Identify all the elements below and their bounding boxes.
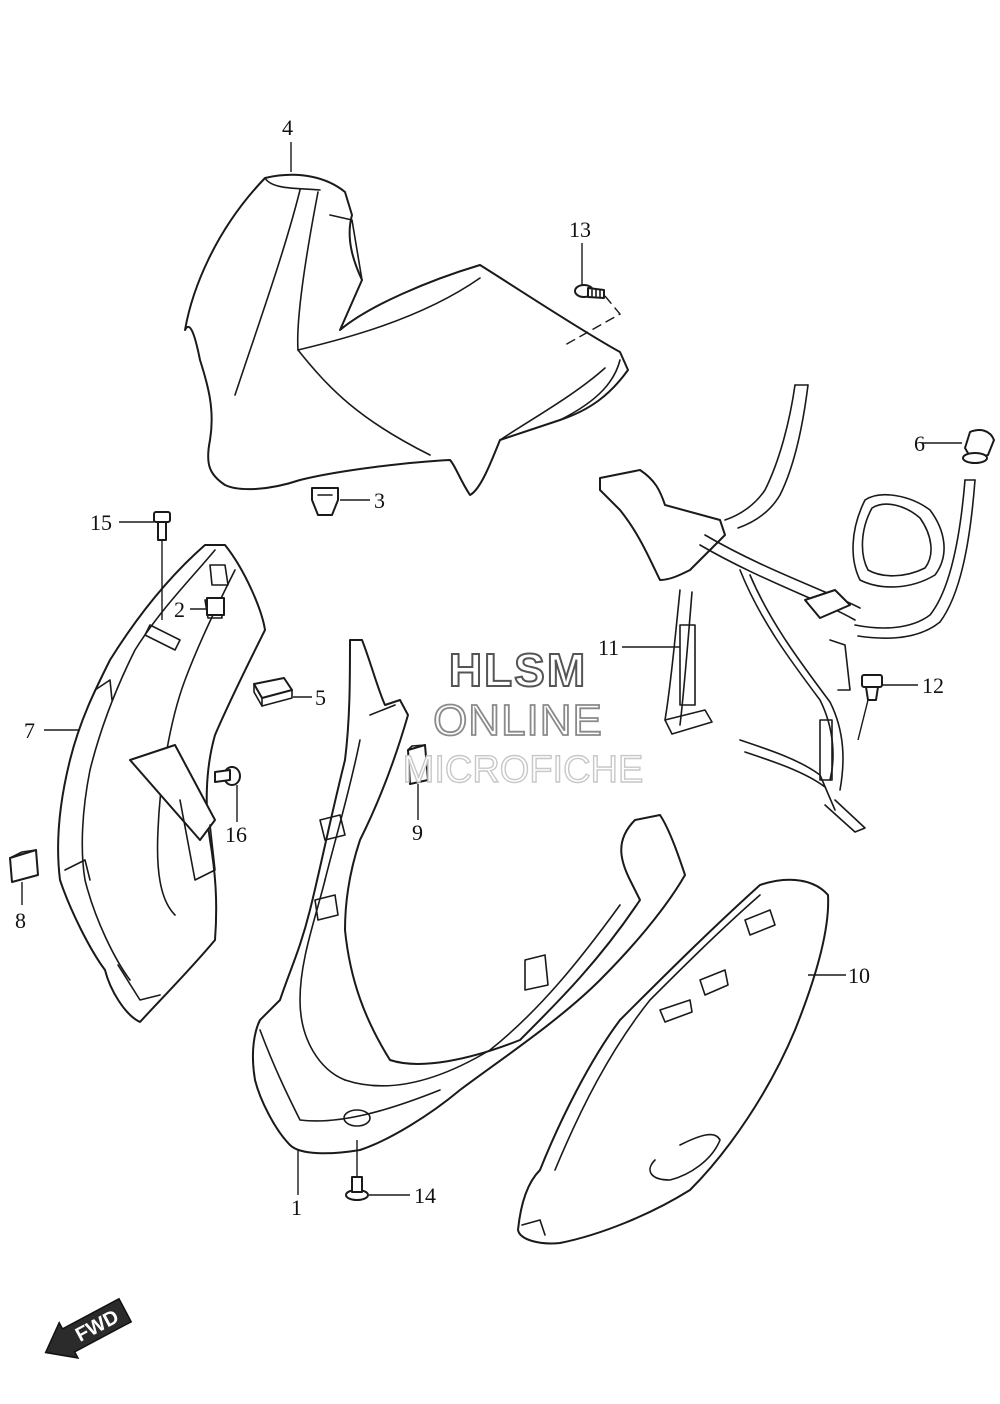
- part-4-upper-cowl: [184, 173, 629, 496]
- part-16-screw: [214, 766, 241, 786]
- callout-labels: 4 13 3 15 2 5 7 16 9 8 6 11 12 10 1 14: [15, 115, 944, 1220]
- watermark-line-3: MICROFICHE: [403, 749, 644, 791]
- callout-16: 16: [225, 822, 247, 847]
- callout-7: 7: [24, 718, 35, 743]
- callout-15: 15: [90, 510, 112, 535]
- part-3-clip: [311, 487, 339, 516]
- leader-lines: [21, 142, 962, 1196]
- part-7-inner-panel: [57, 544, 266, 1023]
- callout-4: 4: [282, 115, 293, 140]
- part-12-bolt: [861, 674, 883, 701]
- part-5-pad: [253, 677, 293, 707]
- part-15-bolt: [153, 511, 171, 541]
- callout-10: 10: [848, 963, 870, 988]
- fwd-direction-arrow: FWD: [44, 1297, 133, 1359]
- watermark-line-2: ONLINE: [433, 696, 603, 745]
- callout-3: 3: [374, 488, 385, 513]
- part-6-grommet: [962, 429, 995, 464]
- callout-8: 8: [15, 908, 26, 933]
- part-13-screw: [574, 284, 605, 299]
- callout-6: 6: [914, 431, 925, 456]
- fwd-arrow-icon: [44, 1297, 133, 1359]
- callout-11: 11: [598, 635, 619, 660]
- part-8-pad: [9, 849, 39, 883]
- watermark: HLSM ONLINE MICROFICHE: [402, 643, 644, 792]
- part-14-screw: [345, 1176, 369, 1201]
- part-1-lower-cowl: [251, 639, 686, 1155]
- callout-13: 13: [569, 217, 591, 242]
- callout-1: 1: [291, 1195, 302, 1220]
- watermark-line-1: HLSM: [449, 644, 587, 696]
- callout-12: 12: [922, 673, 944, 698]
- callout-5: 5: [315, 685, 326, 710]
- part-10-side-cowl: [517, 878, 830, 1245]
- part-2-nut: [206, 597, 225, 616]
- callout-14: 14: [414, 1183, 436, 1208]
- part-11-bracket: [599, 384, 976, 833]
- callout-2: 2: [174, 597, 185, 622]
- callout-9: 9: [412, 820, 423, 845]
- part-9-pad: [407, 744, 429, 785]
